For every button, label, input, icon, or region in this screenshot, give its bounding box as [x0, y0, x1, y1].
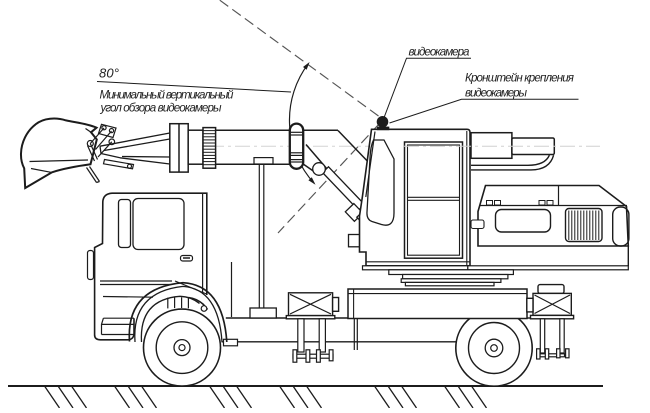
- svg-text:видеокамеры: видеокамеры: [465, 87, 527, 100]
- svg-text:Кронштейн крепления: Кронштейн крепления: [465, 72, 574, 85]
- svg-text:видеокамера: видеокамера: [409, 46, 471, 59]
- svg-text:угол обзора видеокамеры: угол обзора видеокамеры: [100, 101, 222, 114]
- svg-text:Минимальный вертикальный: Минимальный вертикальный: [100, 88, 235, 101]
- svg-text:80°: 80°: [99, 66, 119, 81]
